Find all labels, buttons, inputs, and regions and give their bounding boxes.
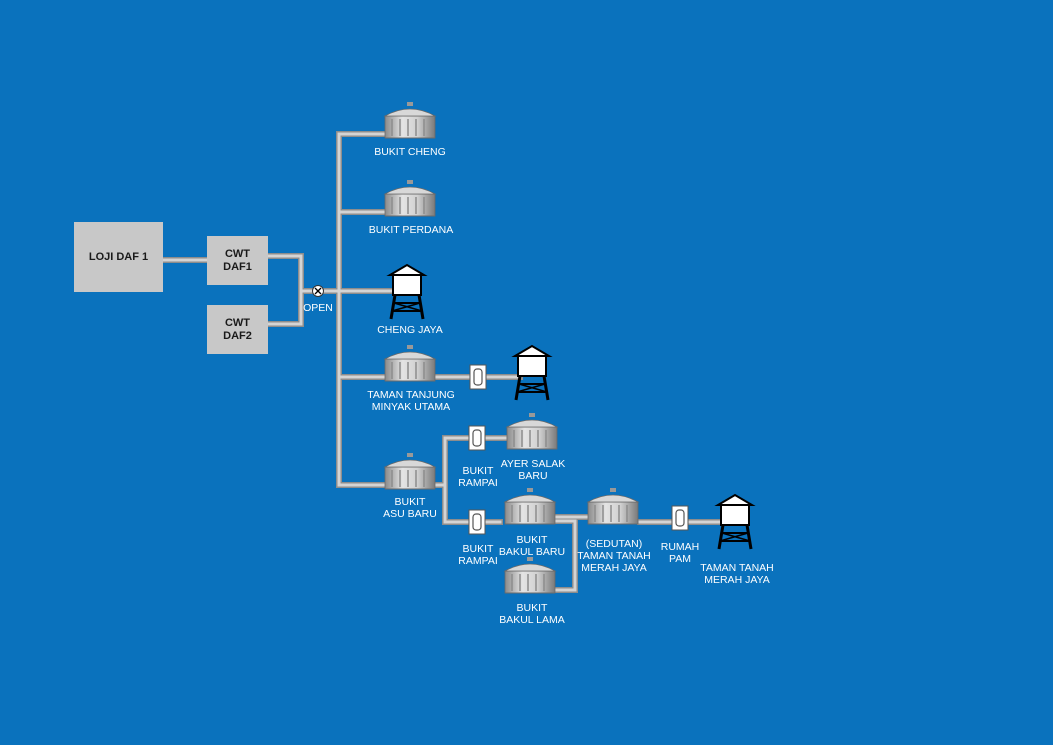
pump-rumah-pam-icon[interactable]: [671, 505, 689, 531]
ayer-salak-label: AYER SALAK BARU: [501, 458, 566, 482]
bukit-rampai-2-l2: RAMPAI: [458, 555, 498, 567]
bukit-perdana-l1: BUKIT PERDANA: [368, 224, 454, 236]
cheng-jaya-l1: CHENG JAYA: [377, 324, 443, 336]
bukit-rampai-2-label: BUKIT RAMPAI: [458, 543, 497, 567]
rumah-pam-label: RUMAH PAM: [661, 541, 700, 565]
cwt-daf1-box[interactable]: CWT DAF1: [207, 236, 268, 285]
sedutan-l2: TAMAN TANAH: [577, 550, 651, 562]
tank-taman-tanjung-icon[interactable]: [384, 344, 436, 382]
tank-bakul-lama-icon[interactable]: [504, 556, 556, 594]
bakul-lama-l2: BAKUL LAMA: [499, 614, 565, 626]
taman-tanjung-label: TAMAN TANJUNG MINYAK UTAMA: [367, 389, 455, 413]
cwt-daf2-line2: DAF2: [223, 329, 252, 342]
ttmj-label: TAMAN TANAH MERAH JAYA: [700, 562, 774, 586]
ttmj-l1: TAMAN TANAH: [700, 562, 774, 574]
tank-bukit-cheng-icon[interactable]: [384, 101, 436, 139]
cheng-jaya-label: CHENG JAYA: [377, 324, 443, 336]
cwt-daf1-line1: CWT: [224, 247, 251, 260]
bukit-asu-baru-label: BUKIT ASU BARU: [383, 496, 437, 520]
sedutan-label: (SEDUTAN) TAMAN TANAH MERAH JAYA: [577, 538, 651, 574]
valve-open-label: OPEN: [303, 302, 333, 314]
bakul-baru-l2: BAKUL BARU: [498, 546, 566, 558]
taman-tanjung-l2: MINYAK UTAMA: [371, 401, 451, 413]
bakul-baru-label: BUKIT BAKUL BARU: [499, 534, 565, 558]
ayer-salak-l1: AYER SALAK: [500, 458, 566, 470]
loji-daf-1-box[interactable]: LOJI DAF 1: [74, 222, 163, 292]
ayer-salak-l2: BARU: [518, 470, 548, 482]
taman-tanjung-l1: TAMAN TANJUNG: [367, 389, 455, 401]
water-tower-cheng-jaya-icon[interactable]: [388, 263, 426, 321]
tank-sedutan-icon[interactable]: [587, 487, 639, 525]
pump-bukit-rampai-2-icon[interactable]: [468, 509, 486, 535]
bakul-lama-label: BUKIT BAKUL LAMA: [499, 602, 565, 626]
cwt-daf1-line2: DAF1: [223, 260, 252, 273]
tank-bukit-asu-baru-icon[interactable]: [384, 452, 436, 490]
bukit-cheng-l1: BUKIT CHENG: [374, 146, 446, 158]
bukit-rampai-1-l1: BUKIT: [462, 465, 494, 477]
tank-ayer-salak-icon[interactable]: [506, 412, 558, 450]
bukit-rampai-2-l1: BUKIT: [462, 543, 494, 555]
sedutan-l3: MERAH JAYA: [581, 562, 647, 574]
bukit-cheng-label: BUKIT CHENG: [374, 146, 446, 158]
bukit-rampai-1-label: BUKIT RAMPAI: [458, 465, 497, 489]
valve-open-text: OPEN: [303, 302, 333, 314]
bakul-baru-l1: BUKIT: [516, 534, 548, 546]
bakul-lama-l1: BUKIT: [516, 602, 548, 614]
rumah-pam-l1: RUMAH: [660, 541, 700, 553]
open-valve-icon[interactable]: [312, 285, 324, 297]
rumah-pam-l2: PAM: [669, 553, 691, 565]
pump-bukit-rampai-1-icon[interactable]: [468, 425, 486, 451]
pump-taman-tanjung-icon[interactable]: [469, 364, 487, 390]
bukit-asu-baru-l1: BUKIT: [394, 496, 426, 508]
sedutan-l1: (SEDUTAN): [585, 538, 643, 550]
ttmj-l2: MERAH JAYA: [704, 574, 770, 586]
tank-bakul-baru-icon[interactable]: [504, 487, 556, 525]
water-tower-tanjung-icon[interactable]: [513, 344, 551, 402]
loji-daf-1-label: LOJI DAF 1: [88, 250, 149, 263]
bukit-asu-baru-l2: ASU BARU: [383, 508, 437, 520]
bukit-rampai-1-l2: RAMPAI: [458, 477, 498, 489]
cwt-daf2-line1: CWT: [224, 316, 251, 329]
water-tower-ttmj-icon[interactable]: [716, 493, 754, 551]
tank-bukit-perdana-icon[interactable]: [384, 179, 436, 217]
cwt-daf2-box[interactable]: CWT DAF2: [207, 305, 268, 354]
bukit-perdana-label: BUKIT PERDANA: [369, 224, 453, 236]
